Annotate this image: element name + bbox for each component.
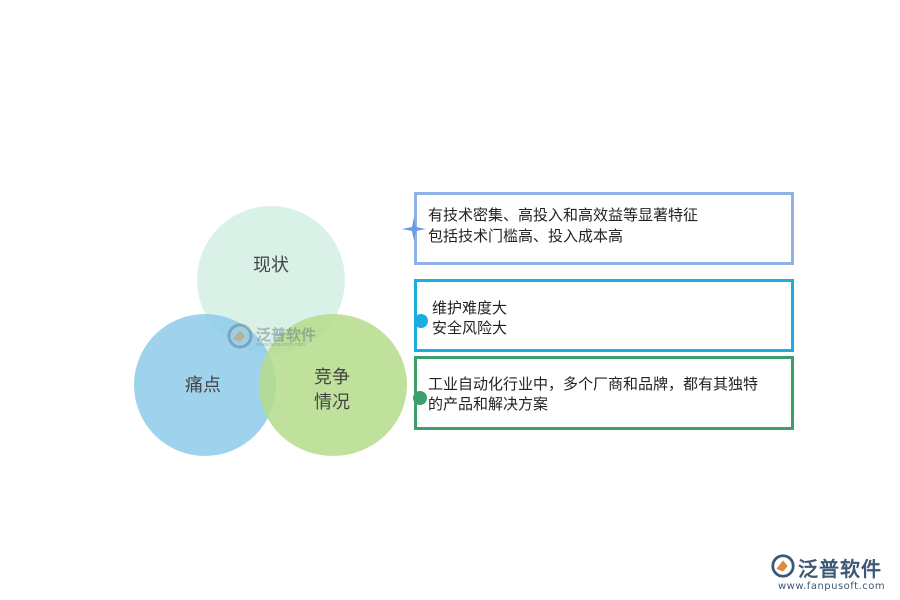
competition-connector-dot-icon bbox=[413, 391, 427, 405]
pain-label: 痛点 bbox=[185, 375, 221, 396]
status-box-line2: 包括技术门槛高、投入成本高 bbox=[428, 227, 624, 245]
pain-box-line2: 安全风险大 bbox=[432, 319, 508, 337]
watermark-name: 泛普软件 bbox=[256, 326, 317, 344]
competition-box-line2: 的产品和解决方案 bbox=[428, 395, 549, 413]
brand-logo-url: www.fanpusoft.com bbox=[778, 581, 886, 592]
pain-circle bbox=[134, 314, 276, 456]
pain-connector-dot-icon bbox=[414, 314, 428, 328]
brand-logo-icon bbox=[771, 554, 795, 578]
pain-box-line1: 维护难度大 bbox=[432, 299, 508, 317]
watermark-logo: 泛普软件 www.fanpusoft.com bbox=[226, 322, 336, 352]
brand-logo-name: 泛普软件 bbox=[798, 557, 882, 581]
competition-box-line1: 工业自动化行业中，多个厂商和品牌，都有其独特 bbox=[428, 375, 759, 393]
pain-box bbox=[414, 279, 794, 352]
watermark-sub: www.fanpusoft.com bbox=[256, 342, 306, 348]
status-connector-star-icon bbox=[402, 217, 426, 241]
status-label: 现状 bbox=[253, 255, 289, 276]
competition-circle bbox=[259, 314, 407, 456]
competition-label-line1: 竞争 bbox=[314, 367, 350, 388]
competition-label-line2: 情况 bbox=[314, 392, 350, 413]
fanpu-logo-icon bbox=[227, 323, 253, 349]
competition-box bbox=[414, 356, 794, 430]
brand-logo: 泛普软件 www.fanpusoft.com bbox=[770, 553, 895, 597]
status-box bbox=[414, 192, 794, 265]
status-box-line1: 有技术密集、高投入和高效益等显著特征 bbox=[428, 206, 699, 224]
